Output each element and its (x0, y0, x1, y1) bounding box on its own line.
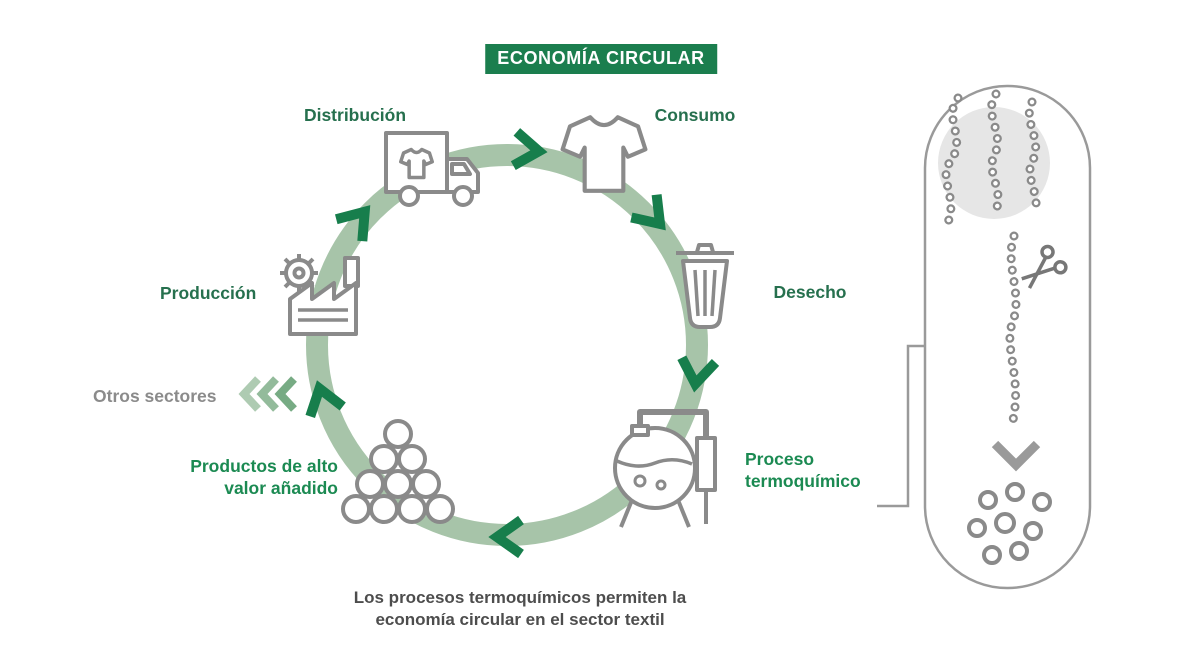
flow-arrow-bottom (488, 515, 524, 559)
trash-bin-icon (676, 243, 734, 329)
label-productos-alto-valor: Productos de alto valor añadido (148, 455, 338, 500)
label-desecho: Desecho (773, 282, 847, 302)
delivery-truck-icon (384, 131, 480, 207)
label-productos-line1: Productos de alto (190, 456, 338, 476)
factory-icon (280, 254, 360, 336)
panel-connector-line (877, 344, 926, 508)
flow-arrow-right (677, 355, 720, 393)
label-proceso-termoquimico: Proceso termoquímico (745, 448, 895, 493)
scissors-icon (1021, 244, 1068, 289)
flow-arrow-left (305, 380, 346, 419)
tshirt-icon (560, 115, 648, 193)
label-proceso-line2: termoquímico (745, 471, 861, 492)
label-consumo: Consumo (654, 105, 736, 125)
recovered-monomers-icon (967, 482, 1052, 565)
polymer-chains-icon (941, 89, 1041, 227)
monomer-stream-icon (1005, 231, 1021, 425)
label-proceso-line1: Proceso (745, 449, 815, 469)
caption-line1: Los procesos termoquímicos permiten la (353, 588, 687, 607)
flow-arrow-upper-left (334, 205, 371, 242)
caption-line2: economía circular en el sector textil (375, 610, 665, 630)
label-produccion: Producción (160, 283, 257, 303)
thermochemical-reactor-icon (613, 409, 717, 528)
pyramid-circles-icon (341, 419, 455, 524)
caption: Los procesos termoquímicos permiten la e… (330, 587, 710, 632)
flow-arrow-top (510, 128, 548, 171)
title-banner: ECONOMÍA CIRCULAR (485, 44, 717, 74)
down-arrow-icon (991, 440, 1041, 472)
flow-arrow-upper-right (630, 194, 666, 231)
triple-chevron-left-icon (238, 376, 297, 412)
label-distribucion: Distribución (303, 105, 407, 125)
detail-panel (923, 84, 1092, 590)
label-productos-line2: valor añadido (224, 478, 338, 499)
label-otros-sectores: Otros sectores (93, 386, 217, 406)
